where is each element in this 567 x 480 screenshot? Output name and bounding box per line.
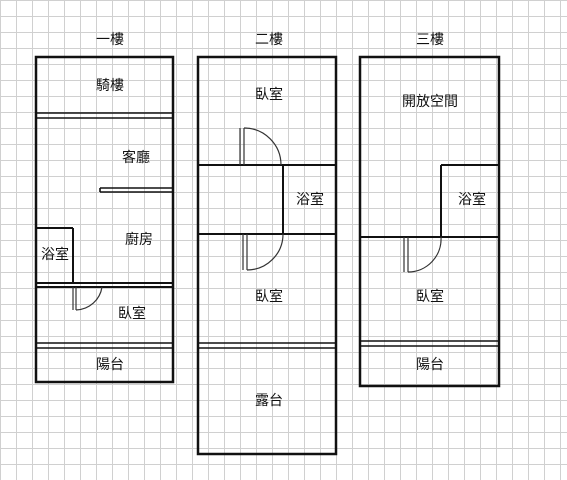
floor-1-balcony-label: 陽台 xyxy=(96,357,124,373)
floor-3-bath-label: 浴室 xyxy=(458,191,486,208)
floor-3-outer-wall xyxy=(358,55,501,388)
floor-2-title: 二樓 xyxy=(255,32,283,48)
floor-1-title: 一樓 xyxy=(96,32,124,48)
floor-1-arcade-label: 騎樓 xyxy=(96,78,124,94)
floor-2-bath-label: 浴室 xyxy=(296,191,324,208)
floor-2-door-bottom xyxy=(242,233,284,271)
floor-3-title: 三樓 xyxy=(416,32,444,48)
floor-1-plan: 一樓 騎樓 客廳 廚房 浴室 臥室 陽台 xyxy=(34,32,175,384)
floor-3-balcony-label: 陽台 xyxy=(416,357,444,373)
floor-2-outer-wall xyxy=(196,55,338,456)
floor-3-plan: 三樓 開放空間 浴室 臥室 陽台 xyxy=(358,32,501,388)
floor-3-open-space-label: 開放空間 xyxy=(402,94,458,110)
floor-2-bedroom-bottom-label: 臥室 xyxy=(255,288,283,305)
floor-3-bedroom-label: 臥室 xyxy=(416,288,444,305)
floor-1-kitchen-label: 廚房 xyxy=(125,231,153,248)
floor-1-outer-wall xyxy=(34,55,175,384)
floor-2-terrace-label: 露台 xyxy=(255,393,283,409)
floor-1-bath-label: 浴室 xyxy=(41,246,69,263)
floor-1-door xyxy=(72,286,103,311)
floor-1-living-label: 客廳 xyxy=(122,149,150,166)
floor-2-bedroom-top-label: 臥室 xyxy=(255,86,283,103)
floor-2-plan: 二樓 臥室 浴室 臥室 露台 xyxy=(196,32,338,456)
floor-3-door xyxy=(403,236,442,273)
floor-2-door-top xyxy=(239,127,282,166)
floor-1-bedroom-label: 臥室 xyxy=(118,305,146,322)
